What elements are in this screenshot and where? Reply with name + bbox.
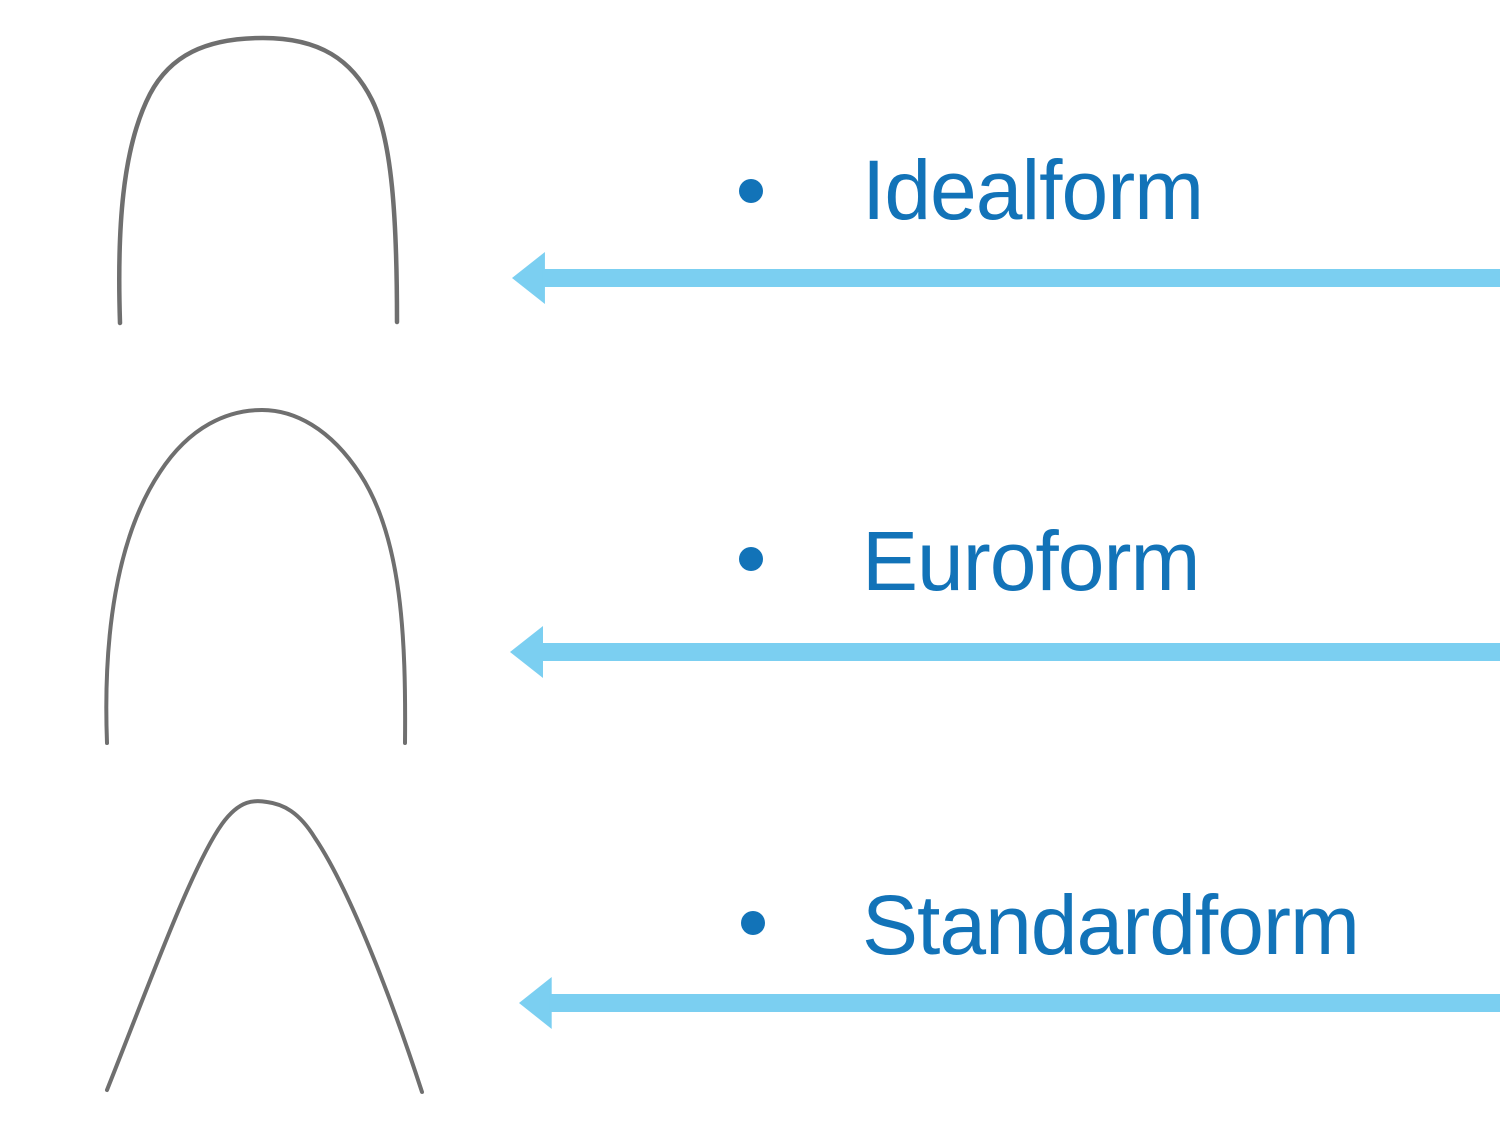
bullet-icon [741,911,765,935]
arrow-head [510,626,543,678]
bullet-icon [739,179,763,203]
archwire-idealform-image [117,35,400,326]
arrow-shaft [541,643,1500,661]
bullet-dot [739,547,763,571]
bullet-icon [739,547,763,571]
item-label-idealform: Idealform [862,143,1204,237]
archwire-euroform-image [104,407,408,745]
left-arrow-icon [510,626,1500,678]
item-label-standardform: Standardform [862,878,1360,972]
item-label-euroform: Euroform [862,514,1200,608]
arrow-head [519,977,552,1029]
left-arrow-icon [512,252,1500,304]
bullet-dot [739,179,763,203]
arrow-shaft [542,269,1500,287]
arrow-shaft [549,994,1500,1012]
bullet-dot [741,911,765,935]
left-arrow-icon [519,977,1500,1029]
archwire-standardform-image [105,799,424,1094]
arrow-head [512,252,545,304]
